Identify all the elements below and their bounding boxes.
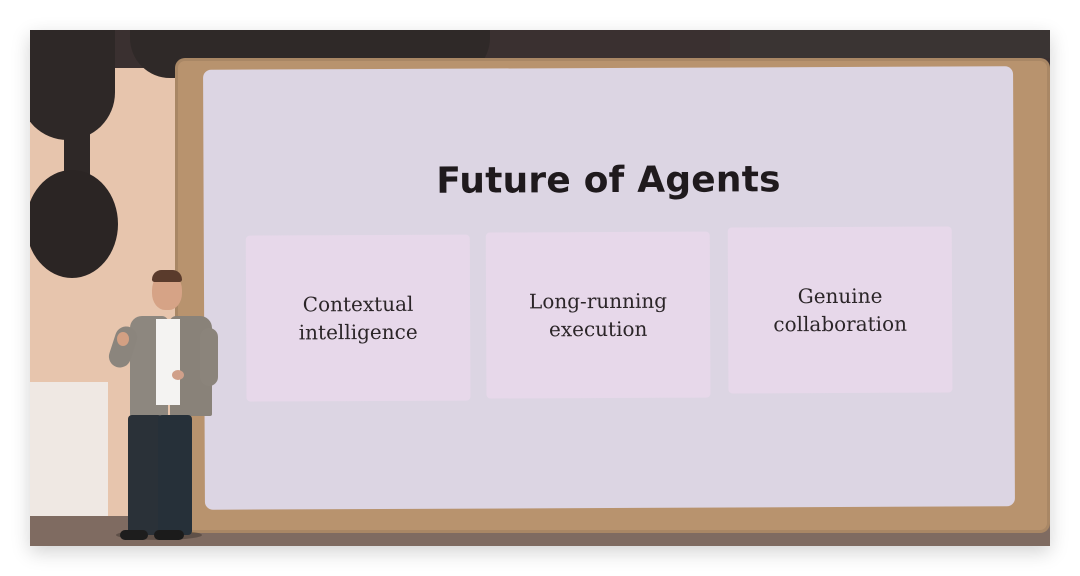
speaker-arm-right xyxy=(200,328,218,386)
slide-title: Future of Agents xyxy=(436,159,781,202)
speaker-hair xyxy=(152,270,182,282)
topic-card-label: Contextual intelligence xyxy=(298,291,418,345)
speaker-leg-right xyxy=(158,415,192,535)
topic-card-contextual-intelligence: Contextual intelligence xyxy=(245,234,471,402)
stage-backdrop-top-band xyxy=(730,30,1050,58)
speaker-shirt xyxy=(156,319,180,405)
stage-backdrop-disc xyxy=(30,170,118,278)
presentation-screen: Future of Agents Contextual intelligence… xyxy=(203,66,1015,510)
topic-card-label: Long-running execution xyxy=(528,288,668,342)
speaker-hand-right xyxy=(172,370,184,380)
speaker-shoe-right xyxy=(154,530,184,540)
topic-card-genuine-collaboration: Genuine collaboration xyxy=(727,226,953,394)
speaker-leg-left xyxy=(128,415,162,535)
topic-card-long-running-execution: Long-running execution xyxy=(485,231,711,399)
photo-frame: Future of Agents Contextual intelligence… xyxy=(30,30,1050,546)
topic-card-label: Genuine collaboration xyxy=(773,283,908,337)
speaker-hand-left xyxy=(117,332,129,346)
stage-backdrop-shape xyxy=(30,30,115,140)
speaker-shoe-left xyxy=(120,530,148,540)
